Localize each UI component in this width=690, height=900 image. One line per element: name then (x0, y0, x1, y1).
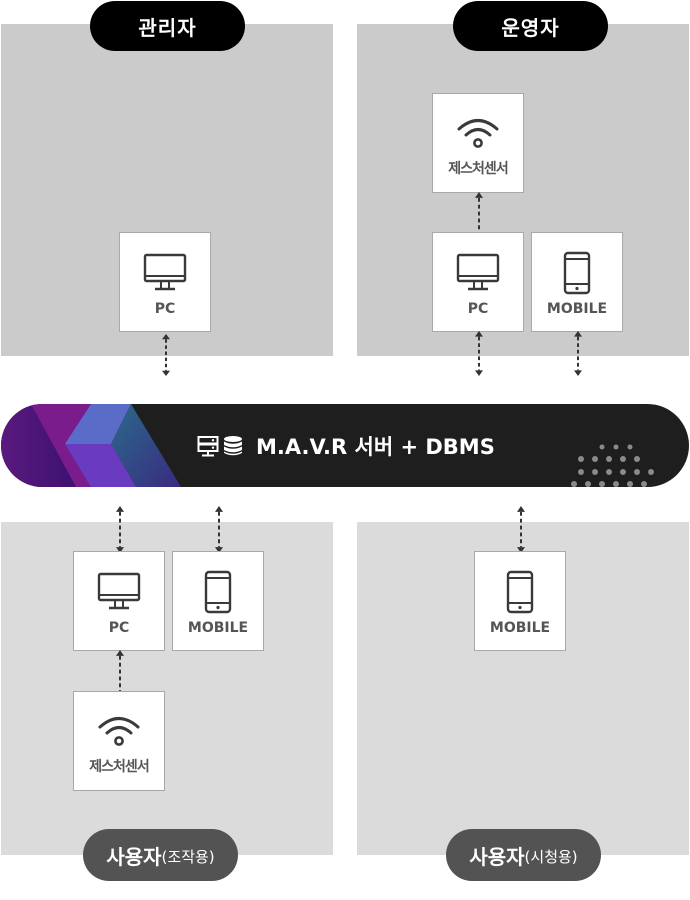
admin-pc-card[interactable]: PC (119, 232, 211, 332)
mobile-icon (563, 251, 591, 295)
operator-mobile-label: MOBILE (546, 301, 608, 317)
monitor-icon (143, 253, 187, 293)
dot-pattern (571, 444, 654, 487)
operator-pc-server-arrow (474, 331, 484, 376)
user-view-title: 사용자 (469, 844, 525, 869)
user-control-sensor-card[interactable]: 제스처센서 (73, 691, 165, 791)
admin-label: 관리자 (90, 1, 245, 51)
server-user-view-mobile-arrow (516, 506, 526, 553)
server-icon (197, 435, 219, 456)
mobile-icon (204, 570, 232, 614)
operator-label: 운영자 (453, 1, 608, 51)
operator-mobile-card[interactable]: MOBILE (531, 232, 623, 332)
user-control-mobile-card[interactable]: MOBILE (172, 551, 264, 651)
admin-pc-label: PC (154, 301, 176, 317)
operator-sensor-label: 제스처센서 (448, 161, 508, 177)
monitor-icon (97, 572, 141, 612)
user-control-subtitle: (조작용) (161, 848, 215, 866)
user-control-sensor-label: 제스처센서 (89, 759, 149, 775)
user-control-pc-label: PC (108, 620, 130, 636)
server-title-text: M.A.V.R 서버 + DBMS (256, 434, 495, 459)
mobile-icon (506, 570, 534, 614)
user-control-title: 사용자 (106, 844, 162, 869)
operator-sensor-card[interactable]: 제스처센서 (432, 93, 524, 193)
user-view-mobile-label: MOBILE (489, 620, 551, 636)
server-title: M.A.V.R 서버 + DBMS (197, 404, 495, 487)
user-view-mobile-card[interactable]: MOBILE (474, 551, 566, 651)
user-control-mobile-label: MOBILE (187, 620, 249, 636)
user-control-pc-card[interactable]: PC (73, 551, 165, 651)
user-control-panel (1, 522, 333, 855)
database-icon (224, 435, 242, 455)
monitor-icon (456, 253, 500, 293)
user-control-label: 사용자(조작용) (83, 829, 238, 881)
banner-decoration (1, 404, 654, 487)
server-user-mobile-arrow (214, 506, 224, 553)
wifi-icon (97, 714, 141, 748)
operator-pc-label: PC (467, 301, 489, 317)
user-view-label: 사용자(시청용) (446, 829, 601, 881)
pc-sensor-arrow (115, 650, 125, 697)
user-view-subtitle: (시청용) (524, 848, 578, 866)
operator-mobile-server-arrow (573, 331, 583, 376)
admin-pc-server-arrow (161, 334, 171, 376)
wifi-icon (456, 116, 500, 150)
server-user-pc-arrow (115, 506, 125, 553)
server-banner: M.A.V.R 서버 + DBMS (1, 404, 689, 487)
operator-pc-card[interactable]: PC (432, 232, 524, 332)
